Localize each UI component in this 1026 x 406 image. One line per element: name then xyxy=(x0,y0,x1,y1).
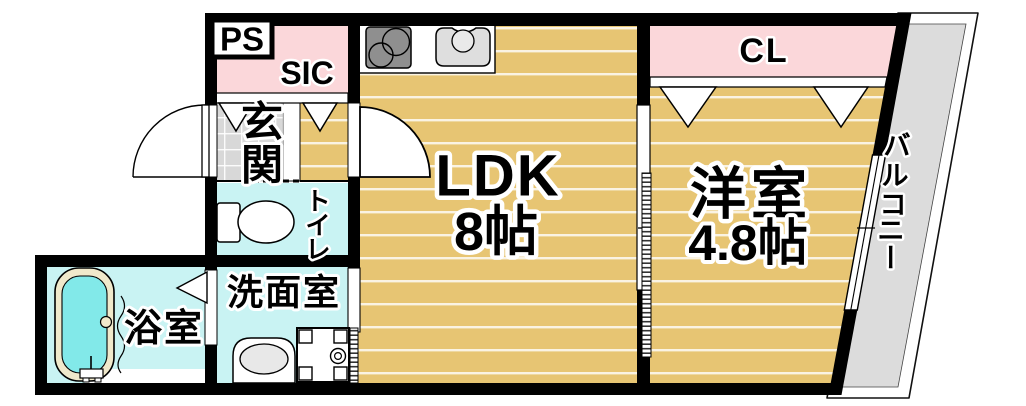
svg-text:ト: ト xyxy=(305,188,330,216)
entrance-label: 玄 関 xyxy=(238,96,286,192)
stove-icon xyxy=(365,26,412,69)
washroom-door-track xyxy=(347,267,361,333)
bathtub-faucet-icon xyxy=(79,356,104,383)
washing-machine-pan-icon xyxy=(296,327,350,383)
front-door xyxy=(132,104,218,178)
western-room-size-label: 4.8帖 xyxy=(688,215,808,271)
ldk-door-swing xyxy=(359,106,431,178)
ldk-door xyxy=(347,102,431,178)
washroom-door-panel xyxy=(349,327,359,384)
balcony-window xyxy=(843,154,887,311)
wall-hall-upper xyxy=(348,13,360,103)
balcony-window-center-rail xyxy=(850,154,880,311)
wall-toilet-bottom xyxy=(205,255,360,267)
wall-east-lower xyxy=(828,310,858,395)
wall-left-mid xyxy=(205,177,217,267)
svg-text:玄: 玄 xyxy=(241,99,283,146)
toilet-icon xyxy=(216,200,295,244)
bathroom-curtain-squiggle xyxy=(116,295,126,374)
ldk-door-opening xyxy=(347,102,361,178)
wall-top xyxy=(205,13,907,26)
entrance-step-strip xyxy=(282,102,301,182)
svg-text:コ: コ xyxy=(880,190,907,220)
cl-door-triangle-right xyxy=(812,86,870,129)
shoe-closet-label: SIC xyxy=(280,55,333,91)
closet-door-track xyxy=(649,76,888,88)
western-room-label: 洋室 xyxy=(690,163,812,226)
wall-partition-upper xyxy=(637,13,650,105)
svg-text:イ: イ xyxy=(305,212,330,240)
wall-bath-left xyxy=(35,255,47,395)
ldk-floor xyxy=(352,20,643,388)
bathroom-door-opening xyxy=(204,269,218,346)
sink-icon xyxy=(435,27,491,67)
front-door-leaf xyxy=(201,104,210,178)
pipe-space-box xyxy=(209,17,275,60)
wall-bath-top xyxy=(35,255,217,267)
svg-text:バ: バ xyxy=(884,131,911,161)
wall-bath-right-lower xyxy=(205,345,217,395)
wall-bottom xyxy=(35,383,838,395)
svg-text:関: 関 xyxy=(241,142,283,189)
bathtub-icon xyxy=(54,267,115,383)
washroom-label: 洗面室 xyxy=(227,272,341,313)
partition-door-panel xyxy=(641,172,652,358)
sic-door-triangle-left xyxy=(217,102,255,133)
wall-hall-mid xyxy=(348,177,360,270)
sic-door-triangle-right xyxy=(301,102,339,133)
bathroom-ledge xyxy=(85,369,207,384)
bathroom-door xyxy=(175,269,218,346)
svg-text:ニ: ニ xyxy=(878,216,905,246)
walls xyxy=(35,13,912,395)
bathroom-door-triangle xyxy=(175,270,208,305)
svg-text:レ: レ xyxy=(305,236,330,264)
ldk-label: LDK xyxy=(435,144,560,209)
svg-text:ル: ル xyxy=(882,161,909,191)
pipe-space-label: PS xyxy=(220,21,264,58)
partition-sliding-door xyxy=(636,104,652,358)
wall-east-upper xyxy=(872,13,912,155)
ldk-size-label: 8帖 xyxy=(454,202,538,262)
balcony-label: バ ル コ ニ ー xyxy=(872,129,914,274)
closet-label: CL xyxy=(739,32,788,70)
cl-door-triangle-left xyxy=(658,86,718,129)
pipe-space: PS xyxy=(209,17,275,60)
svg-text:ー: ー xyxy=(874,244,904,271)
front-door-swing-arc xyxy=(132,104,206,178)
washbasin-icon xyxy=(232,337,296,384)
kitchen-counter xyxy=(351,23,496,74)
washroom-sliding-door xyxy=(347,267,361,384)
closet-area xyxy=(648,22,897,77)
bathroom-label: 浴室 xyxy=(124,307,204,350)
toilet-label: ト イ レ xyxy=(303,186,333,267)
